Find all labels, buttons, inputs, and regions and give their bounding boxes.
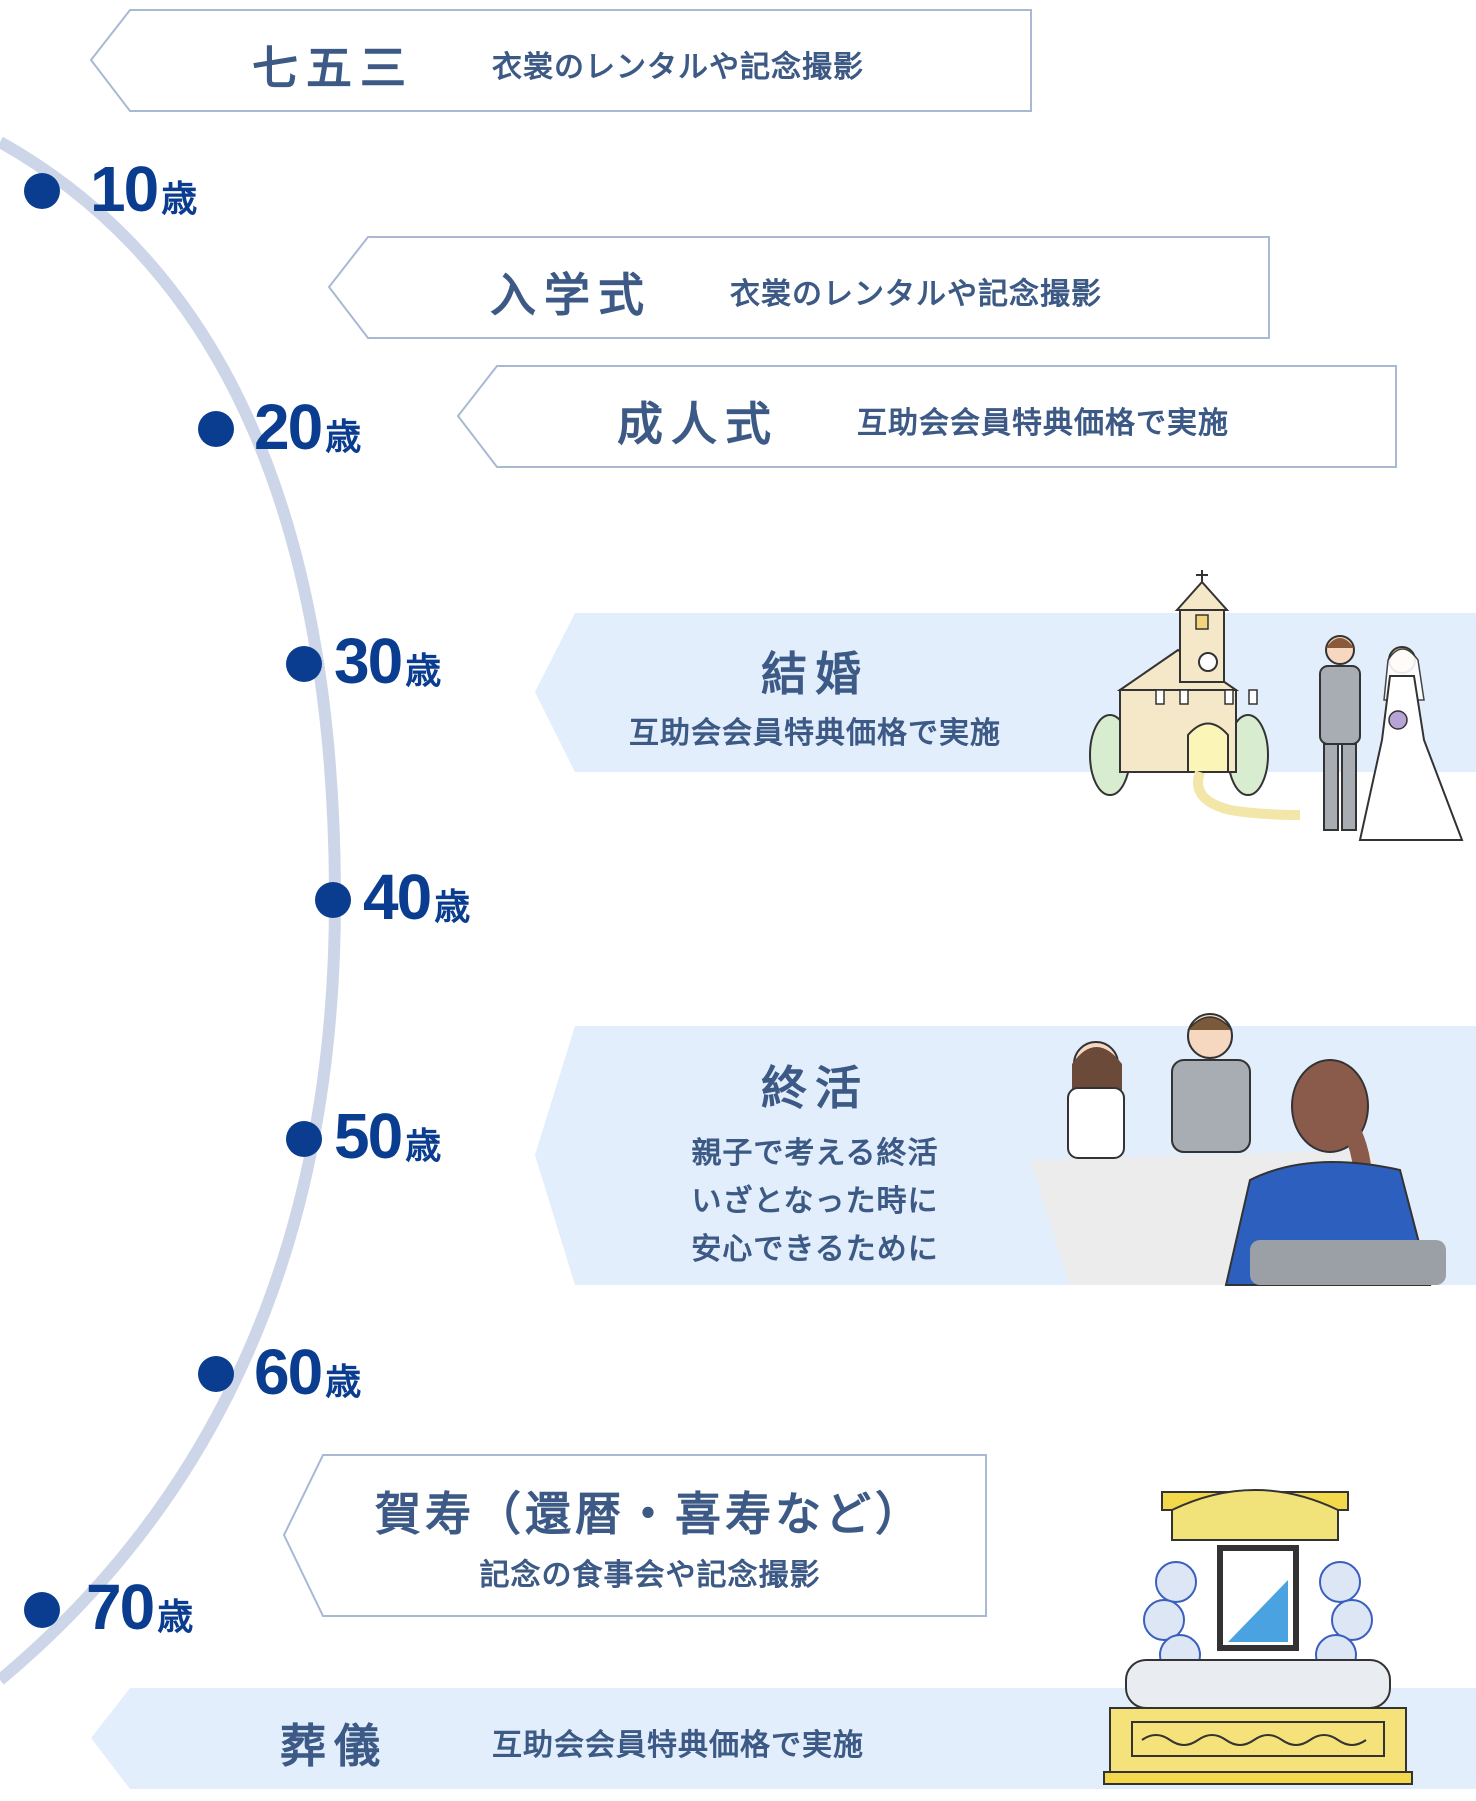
age-number: 20	[254, 391, 323, 463]
age-number: 30	[334, 625, 403, 697]
timeline-dot-70	[24, 1592, 60, 1628]
timeline-curve	[0, 136, 342, 1685]
event-desc-kekkon: 互助会会員特典価格で実施	[629, 716, 1001, 751]
event-title-gaju: 賀寿（還暦・喜寿など）	[375, 1487, 925, 1541]
event-desc-sogi: 互助会会員特典価格で実施	[492, 1728, 864, 1763]
age-number: 70	[86, 1571, 155, 1643]
event-title-shichigosan: 七五三	[252, 41, 414, 95]
timeline-dot-30	[286, 646, 322, 682]
age-number: 60	[254, 1336, 323, 1408]
age-number: 10	[90, 153, 159, 225]
age-unit: 歳	[161, 179, 198, 220]
banner-gaju	[282, 1454, 987, 1617]
event-title-kekkon: 結婚	[761, 647, 869, 701]
event-line-shukatsu-3: 安心できるために	[691, 1232, 939, 1267]
age-number: 50	[334, 1100, 403, 1172]
age-unit: 歳	[405, 1126, 442, 1167]
age-unit: 歳	[405, 651, 442, 692]
age-unit: 歳	[325, 1362, 362, 1403]
timeline-dot-50	[286, 1121, 322, 1157]
event-title-shukatsu: 終活	[761, 1061, 869, 1115]
event-title-sogi: 葬儀	[280, 1719, 388, 1773]
bride-groom-illustration	[1319, 635, 1464, 841]
funeral-altar-illustration	[1103, 1489, 1413, 1785]
age-unit: 歳	[157, 1597, 194, 1638]
event-title-seijinshiki: 成人式	[617, 397, 779, 451]
banner-shichigosan	[89, 9, 1032, 112]
age-unit: 歳	[325, 417, 362, 458]
banner-nyugakushiki	[327, 236, 1270, 339]
age-number: 40	[363, 861, 432, 933]
chapel-illustration	[1089, 570, 1301, 820]
timeline-dot-20	[198, 411, 234, 447]
event-desc-seijinshiki: 互助会会員特典価格で実施	[857, 406, 1229, 441]
event-line-shukatsu-1: 親子で考える終活	[691, 1136, 939, 1171]
age-unit: 歳	[434, 887, 471, 928]
event-title-nyugakushiki: 入学式	[490, 268, 652, 322]
timeline-dot-60	[198, 1356, 234, 1392]
banner-seijinshiki	[456, 365, 1397, 468]
family-consultation-illustration	[1030, 1013, 1446, 1286]
event-line-shukatsu-2: いざとなった時に	[691, 1184, 939, 1219]
event-desc-nyugakushiki: 衣裳のレンタルや記念撮影	[730, 277, 1102, 312]
timeline-dot-10	[24, 173, 60, 209]
event-desc-shichigosan: 衣裳のレンタルや記念撮影	[492, 50, 864, 85]
timeline-dot-40	[315, 882, 351, 918]
event-desc-gaju: 記念の食事会や記念撮影	[479, 1558, 821, 1593]
